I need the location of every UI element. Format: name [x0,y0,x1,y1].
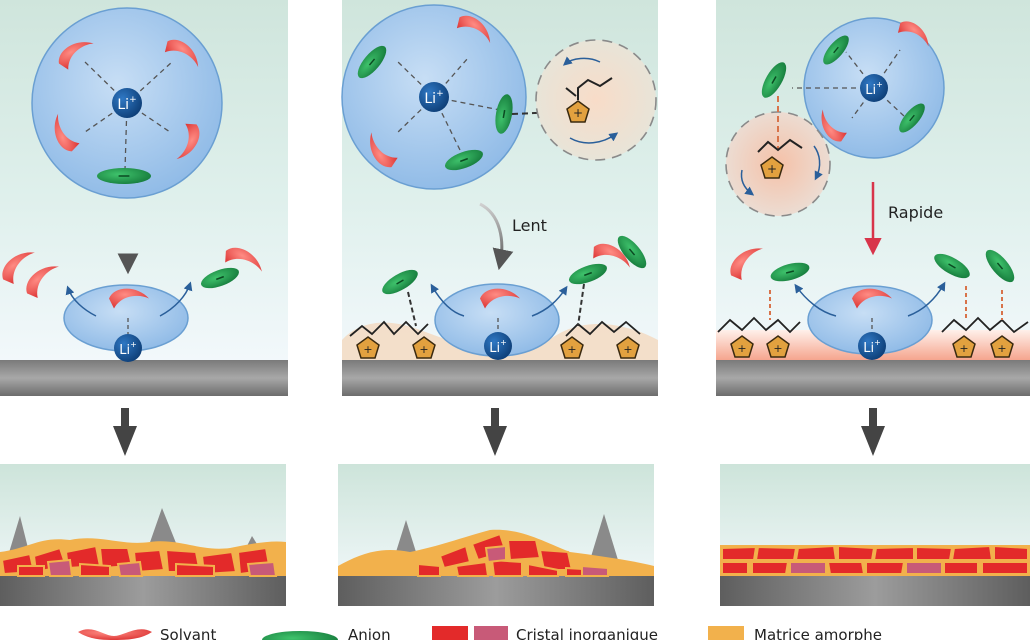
svg-text:Li+: Li+ [863,338,881,356]
svg-text:Li+: Li+ [489,338,507,356]
svg-text:+: + [959,342,968,355]
crescent-solvent-icon [78,629,152,640]
li-ion-icon: Li+ [112,88,142,118]
svg-text:Cristal inorganique: Cristal inorganique [516,626,658,640]
panel-left-top: Li+ Li+ [0,0,288,396]
svg-text:+: + [363,343,372,356]
sei-result-middle [338,464,654,606]
svg-text:Matrice amorphe: Matrice amorphe [754,626,882,640]
svg-text:Li+: Li+ [117,95,136,113]
cation-icon: + [566,100,590,123]
li-ion-icon: Li+ [860,74,888,102]
svg-text:+: + [567,343,576,356]
down-arrow-icon [113,408,137,456]
ellipse-anion-icon [262,631,338,640]
substrate-right [716,360,1030,396]
cation-icon: + [730,335,754,358]
cation-icon: + [990,335,1014,358]
label-lent: Lent [512,216,547,235]
svg-text:+: + [419,343,428,356]
cation-icon: + [560,336,584,359]
down-arrow-icon [483,408,507,456]
down-arrow-icon [861,408,885,456]
svg-text:Solvant: Solvant [160,626,216,640]
cation-icon: + [356,336,380,359]
svg-text:Anion: Anion [348,626,391,640]
legend-item-anion: Anion [262,626,391,640]
substrate-left [0,360,288,396]
legend-item-crystal: Cristal inorganique [432,626,658,640]
svg-text:+: + [997,342,1006,355]
li-ion-icon: Li+ [858,332,886,360]
svg-text:Li+: Li+ [424,89,443,107]
panel-right-top: Li+ + Rapide Li+ + [716,0,1030,396]
svg-text:Li+: Li+ [119,340,137,358]
li-ion-icon: Li+ [484,332,512,360]
cation-icon: + [952,335,976,358]
svg-text:+: + [737,342,746,355]
svg-text:+: + [773,342,782,355]
li-ion-icon: Li+ [419,82,449,112]
svg-text:+: + [623,343,632,356]
legend-item-matrix: Matrice amorphe [708,626,882,640]
sei-result-left [0,464,286,606]
substrate-middle [342,360,658,396]
sei-result-right [720,464,1030,606]
li-ion-icon: Li+ [114,334,142,362]
panel-middle-top: Li+ + Lent Li+ + [341,0,658,396]
legend-item-solvent: Solvant [78,626,216,640]
cation-icon: + [616,336,640,359]
legend: Solvant Anion Cristal inorganique Matric… [78,626,882,640]
svg-text:+: + [573,106,583,120]
svg-text:+: + [767,162,777,176]
cation-icon: + [760,156,784,179]
label-rapide: Rapide [888,203,943,222]
cation-icon: + [766,335,790,358]
svg-text:Li+: Li+ [865,80,883,98]
cation-icon: + [412,336,436,359]
